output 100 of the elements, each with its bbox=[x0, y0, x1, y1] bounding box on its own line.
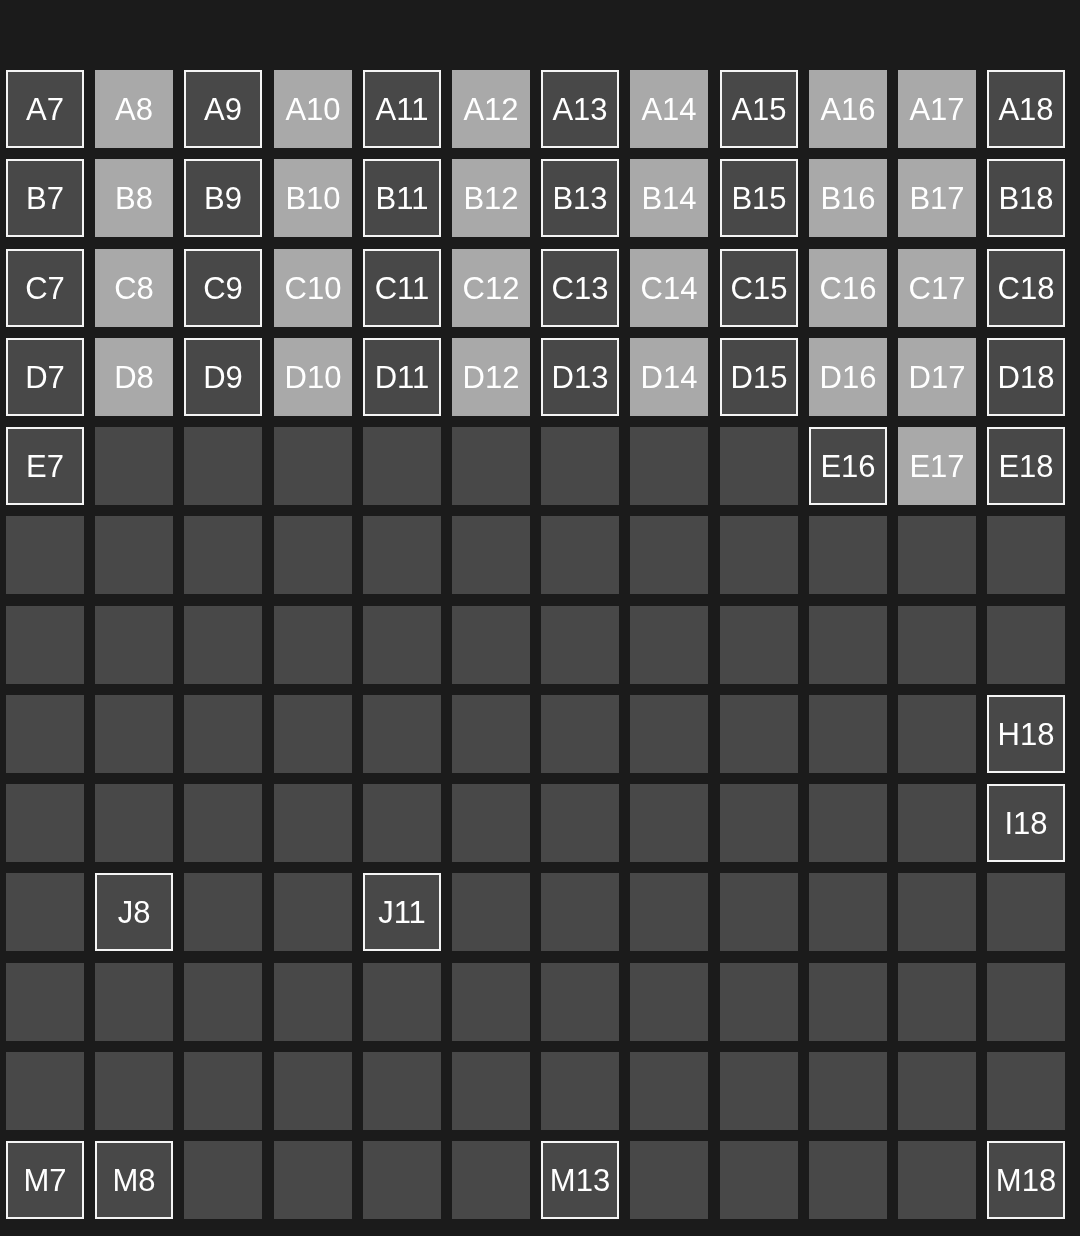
position-label: D13 bbox=[551, 361, 609, 393]
position-label: B12 bbox=[463, 182, 519, 214]
position-label: D7 bbox=[25, 361, 65, 393]
position-label: A11 bbox=[375, 93, 429, 125]
position-label: A17 bbox=[909, 93, 965, 125]
position-label: J8 bbox=[117, 896, 151, 928]
grid-tile bbox=[363, 249, 441, 327]
position-label: D8 bbox=[114, 361, 154, 393]
position-label: M8 bbox=[112, 1164, 156, 1196]
position-label: B14 bbox=[641, 182, 697, 214]
empty-tile bbox=[452, 1052, 530, 1130]
position-label: D14 bbox=[640, 361, 698, 393]
empty-tile bbox=[363, 1052, 441, 1130]
position-label: A12 bbox=[463, 93, 519, 125]
grid-tile bbox=[274, 249, 352, 327]
empty-tile bbox=[363, 963, 441, 1041]
grid-tile bbox=[630, 338, 708, 416]
empty-tile bbox=[541, 516, 619, 594]
position-label: D17 bbox=[908, 361, 966, 393]
empty-tile bbox=[6, 516, 84, 594]
empty-tile bbox=[6, 963, 84, 1041]
position-label: H18 bbox=[997, 718, 1055, 750]
empty-tile bbox=[184, 695, 262, 773]
position-label: C8 bbox=[114, 272, 154, 304]
grid-tile bbox=[95, 1141, 173, 1219]
position-label: C12 bbox=[462, 272, 520, 304]
empty-tile bbox=[630, 1141, 708, 1219]
empty-tile bbox=[184, 784, 262, 862]
grid-tile bbox=[95, 159, 173, 237]
grid-tile bbox=[6, 70, 84, 148]
empty-tile bbox=[363, 1141, 441, 1219]
grid-tile bbox=[184, 338, 262, 416]
position-label: B17 bbox=[909, 182, 965, 214]
empty-tile bbox=[363, 784, 441, 862]
grid-tile bbox=[184, 159, 262, 237]
empty-tile bbox=[274, 606, 352, 684]
grid-tile bbox=[987, 159, 1065, 237]
position-label: B11 bbox=[375, 182, 429, 214]
grid-tile bbox=[720, 159, 798, 237]
empty-tile bbox=[809, 695, 887, 773]
grid-tile bbox=[363, 159, 441, 237]
position-label: M7 bbox=[23, 1164, 67, 1196]
position-label: B7 bbox=[26, 182, 64, 214]
grid-tile bbox=[987, 1141, 1065, 1219]
grid-tile bbox=[274, 159, 352, 237]
position-label: I18 bbox=[1004, 807, 1048, 839]
grid-tile bbox=[6, 159, 84, 237]
grid-tile bbox=[452, 159, 530, 237]
grid-tile bbox=[363, 338, 441, 416]
empty-tile bbox=[452, 784, 530, 862]
position-label: D12 bbox=[462, 361, 520, 393]
position-label: A9 bbox=[204, 93, 242, 125]
grid-tile bbox=[184, 70, 262, 148]
empty-tile bbox=[720, 427, 798, 505]
position-label: C17 bbox=[908, 272, 966, 304]
position-label: B8 bbox=[115, 182, 153, 214]
empty-tile bbox=[541, 1052, 619, 1130]
position-label: B10 bbox=[285, 182, 341, 214]
grid-tile bbox=[720, 70, 798, 148]
empty-tile bbox=[274, 427, 352, 505]
empty-tile bbox=[630, 606, 708, 684]
position-label: A14 bbox=[641, 93, 697, 125]
position-label: C16 bbox=[819, 272, 877, 304]
grid-tile bbox=[6, 427, 84, 505]
grid-tile bbox=[809, 159, 887, 237]
grid-tile bbox=[809, 338, 887, 416]
empty-tile bbox=[95, 1052, 173, 1130]
empty-tile bbox=[452, 606, 530, 684]
position-label: D9 bbox=[203, 361, 243, 393]
grid-tile bbox=[541, 1141, 619, 1219]
empty-tile bbox=[898, 873, 976, 951]
empty-tile bbox=[452, 427, 530, 505]
empty-tile bbox=[274, 516, 352, 594]
position-label: J11 bbox=[378, 896, 426, 928]
empty-tile bbox=[541, 963, 619, 1041]
position-label: E18 bbox=[998, 450, 1054, 482]
grid-tile bbox=[720, 249, 798, 327]
grid-tile bbox=[274, 70, 352, 148]
empty-tile bbox=[987, 606, 1065, 684]
empty-tile bbox=[6, 873, 84, 951]
grid-tile bbox=[898, 249, 976, 327]
grid-tile bbox=[95, 873, 173, 951]
position-label: D15 bbox=[730, 361, 788, 393]
empty-tile bbox=[452, 695, 530, 773]
grid-tile bbox=[6, 338, 84, 416]
empty-tile bbox=[809, 606, 887, 684]
empty-tile bbox=[987, 963, 1065, 1041]
position-label: C13 bbox=[551, 272, 609, 304]
empty-tile bbox=[184, 963, 262, 1041]
empty-tile bbox=[720, 1141, 798, 1219]
grid-tile bbox=[541, 249, 619, 327]
empty-tile bbox=[363, 516, 441, 594]
grid-tile bbox=[987, 249, 1065, 327]
empty-tile bbox=[95, 427, 173, 505]
empty-tile bbox=[184, 1141, 262, 1219]
empty-tile bbox=[809, 1141, 887, 1219]
empty-tile bbox=[898, 695, 976, 773]
empty-tile bbox=[898, 606, 976, 684]
empty-tile bbox=[541, 606, 619, 684]
position-label: C14 bbox=[640, 272, 698, 304]
